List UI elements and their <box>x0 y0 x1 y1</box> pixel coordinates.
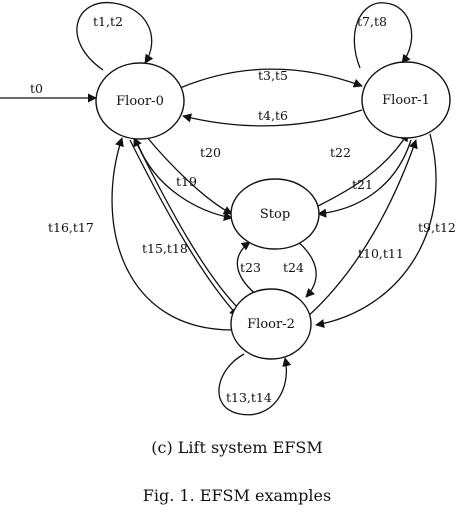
label-t22: t22 <box>330 145 351 160</box>
label-t9-t12: t9,t12 <box>418 220 456 235</box>
edge-self-floor2 <box>218 353 292 416</box>
label-t23: t23 <box>240 260 261 275</box>
label-t21: t21 <box>352 177 373 192</box>
label-t3-t5: t3,t5 <box>258 68 288 83</box>
edge-stop-to-floor2 <box>295 239 317 298</box>
edge-floor1-to-floor2-outer <box>315 133 437 329</box>
edge-floor0-to-floor2-inner <box>129 139 239 317</box>
label-t19: t19 <box>176 174 197 189</box>
state-floor1: Floor-1 <box>361 61 451 139</box>
state-floor2-label: Floor-2 <box>247 317 295 332</box>
state-stop: Stop <box>230 178 320 250</box>
edge-floor1-to-floor0 <box>182 109 363 127</box>
edge-floor2-to-floor0-inner <box>133 137 241 311</box>
state-floor2: Floor-2 <box>230 288 312 360</box>
label-t16-t17: t16,t17 <box>48 220 94 235</box>
edge-floor0-to-floor1 <box>179 68 363 89</box>
edge-floor2-to-floor0-outer <box>111 137 234 331</box>
subfigure-caption: (c) Lift system EFSM <box>151 438 323 457</box>
label-t1-t2: t1,t2 <box>93 14 123 29</box>
label-t7-t8: t7,t8 <box>357 14 387 29</box>
figure-caption: Fig. 1. EFSM examples <box>142 486 332 505</box>
state-stop-label: Stop <box>260 207 290 222</box>
edge-stop-to-floor1-upper <box>317 132 409 207</box>
state-floor0-label: Floor-0 <box>116 94 164 109</box>
edge-floor2-to-stop <box>236 241 259 297</box>
label-t10-t11: t10,t11 <box>358 246 404 261</box>
efsm-diagram: Floor-0 Floor-1 Stop Floor-2 t0 t1,t2 t7… <box>0 2 456 416</box>
label-t4-t6: t4,t6 <box>258 108 288 123</box>
state-floor0: Floor-0 <box>95 62 185 140</box>
label-t20: t20 <box>200 145 221 160</box>
edge-floor0-to-stop-outer <box>145 135 233 215</box>
edge-floor2-to-floor1-inner <box>305 139 418 319</box>
edge-floor1-to-stop-lower <box>317 139 412 218</box>
state-floor1-label: Floor-1 <box>382 93 430 108</box>
label-t24: t24 <box>283 260 304 275</box>
edge-self-floor1 <box>353 2 413 69</box>
label-t0: t0 <box>30 81 43 96</box>
label-t13-t14: t13,t14 <box>226 390 272 405</box>
label-t15-t18: t15,t18 <box>142 241 188 256</box>
edge-self-floor0 <box>76 2 154 71</box>
